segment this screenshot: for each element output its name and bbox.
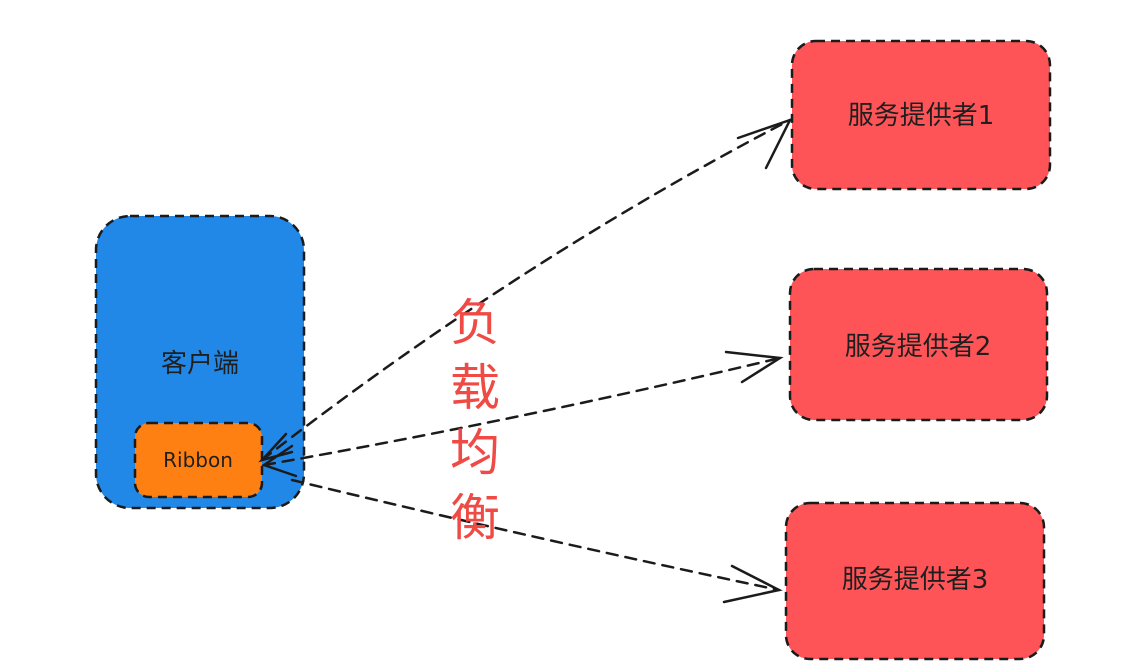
arrowhead: [722, 564, 783, 604]
center-label-char: 均: [450, 424, 500, 482]
provider-node-2: 服务提供者2: [788, 267, 1049, 422]
arrowhead: [724, 350, 784, 384]
edge-provider-1: [258, 117, 793, 463]
dashed-connector: [262, 356, 782, 467]
provider-label: 服务提供者2: [845, 332, 992, 362]
ribbon-label: Ribbon: [163, 448, 233, 472]
center-label-char: 负: [450, 294, 500, 352]
client-label: 客户端: [161, 349, 239, 379]
provider-node-3: 服务提供者3: [784, 501, 1046, 661]
dashed-connector: [260, 118, 792, 462]
provider-node-1: 服务提供者1: [790, 39, 1052, 191]
edge-provider-3: [290, 478, 783, 604]
center-label-char: 载: [450, 359, 500, 417]
provider-label: 服务提供者1: [848, 101, 995, 131]
edge-provider-2: [261, 350, 784, 478]
provider-box: [790, 39, 1052, 191]
arrowhead: [258, 432, 294, 463]
provider-box: [788, 267, 1049, 422]
center-label: 负 载 均 衡: [450, 294, 500, 547]
provider-label: 服务提供者3: [842, 565, 989, 595]
center-label-char: 衡: [450, 489, 500, 547]
ribbon-node: Ribbon: [133, 421, 264, 499]
arrowhead: [261, 444, 298, 478]
dashed-connector: [290, 478, 781, 592]
provider-box: [784, 501, 1046, 661]
arrowhead: [736, 117, 793, 170]
